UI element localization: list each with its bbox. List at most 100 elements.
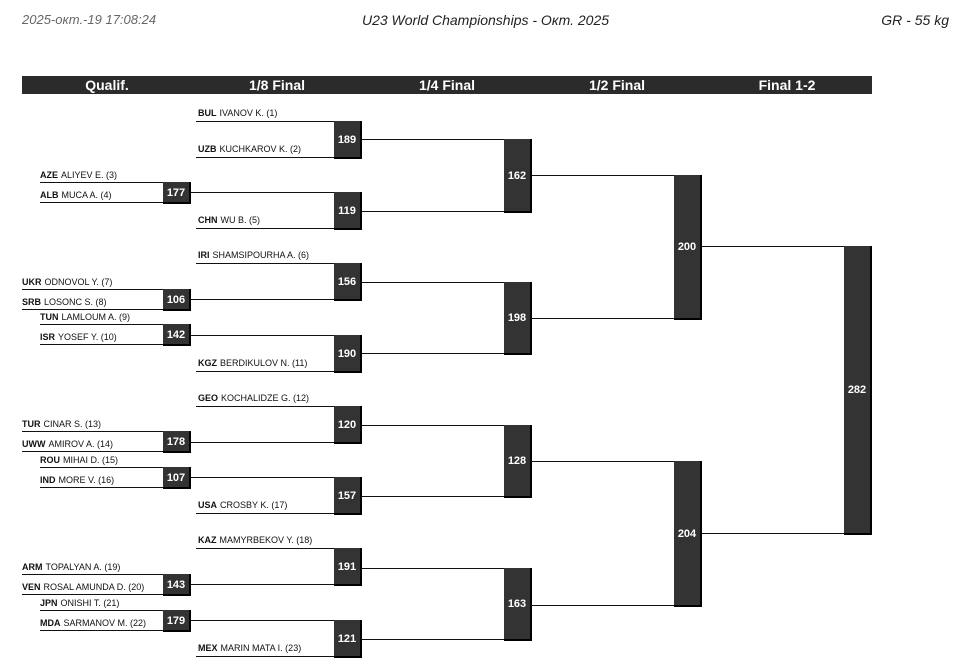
bout-number: 157 (334, 477, 362, 515)
bracket-line (361, 425, 505, 426)
country-code: TUR (22, 419, 41, 429)
bout-number: 190 (334, 335, 362, 373)
wrestler-name: MUCA A. (4) (61, 190, 112, 200)
wrestler-name: MORE V. (16) (58, 475, 115, 485)
bout-number: 179 (163, 610, 191, 632)
country-code: ISR (40, 332, 56, 342)
bracket-line (190, 584, 336, 585)
bracket-line (361, 282, 505, 283)
bracket-line (361, 139, 505, 140)
bout-number: 143 (163, 574, 191, 596)
bracket-line (190, 192, 336, 193)
country-code: JPN (40, 598, 58, 608)
bracket-line (196, 406, 336, 407)
bracket-line (361, 353, 505, 354)
country-code: CHN (198, 215, 218, 225)
country-code: VEN (22, 582, 41, 592)
bracket-line (361, 568, 505, 569)
bout-number: 121 (334, 620, 362, 658)
bracket-line (40, 610, 165, 611)
bout-number: 198 (504, 282, 532, 355)
round-header-sf: 1/2 Final (588, 77, 646, 93)
bracket-line (40, 324, 165, 325)
wrestler-name: BERDIKULOV N. (11) (220, 358, 308, 368)
bout-number: 107 (163, 467, 191, 489)
bout-number: 128 (504, 425, 532, 498)
country-code: GEO (198, 393, 219, 403)
country-code: UWW (22, 439, 46, 449)
bracket-line (196, 228, 336, 229)
bracket-line (196, 371, 336, 372)
round-header-qf: 1/4 Final (418, 77, 476, 93)
bout-number: 191 (334, 548, 362, 586)
bout-number: 119 (334, 192, 362, 230)
bout-number: 162 (504, 139, 532, 213)
country-code: ALB (40, 190, 59, 200)
wrestler-name: SARMANOV M. (22) (63, 618, 147, 628)
wrestler-name: LOSONC S. (8) (44, 297, 107, 307)
bracket-line (40, 487, 165, 488)
event-title: U23 World Championships - Окт. 2025 (361, 12, 610, 28)
bout-number: 204 (674, 461, 702, 607)
bracket-line (531, 605, 675, 606)
bracket-line (361, 639, 505, 640)
bracket-line (22, 289, 165, 290)
country-code: TUN (40, 312, 59, 322)
round-header-qualif: Qualif. (85, 77, 129, 93)
bracket-line (40, 182, 165, 183)
weight-category: GR - 55 kg (881, 12, 949, 28)
country-code: SRB (22, 297, 42, 307)
wrestler-name: YOSEF Y. (10) (58, 332, 117, 342)
bout-number: 142 (163, 324, 191, 346)
bracket-line (190, 620, 336, 621)
round-header-r16: 1/8 Final (248, 77, 306, 93)
bracket-line (701, 246, 846, 247)
bracket-line (196, 548, 336, 549)
bracket-line (196, 656, 336, 657)
bracket-line (40, 630, 165, 631)
wrestler-name: KUCHKAROV K. (2) (219, 144, 302, 154)
bout-number: 163 (504, 568, 532, 641)
country-code: UKR (22, 277, 42, 287)
wrestler-name: CROSBY K. (17) (220, 500, 288, 510)
wrestler-name: MARIN MATA I. (23) (220, 643, 302, 653)
country-code: ARM (22, 562, 43, 572)
bracket-line (22, 309, 165, 310)
bracket-line (40, 202, 165, 203)
bracket-line (196, 121, 336, 122)
bracket-line (196, 263, 336, 264)
bracket-line (190, 477, 336, 478)
bracket-line (361, 211, 505, 212)
country-code: AZE (40, 170, 58, 180)
wrestler-name: AMIROV A. (14) (48, 439, 114, 449)
bracket-line (22, 574, 165, 575)
bout-number: 178 (163, 431, 191, 453)
country-code: IRI (198, 250, 210, 260)
country-code: ROU (40, 455, 60, 465)
bout-number: 120 (334, 406, 362, 444)
country-code: MEX (198, 643, 218, 653)
wrestler-name: ROSAL AMUNDA D. (20) (43, 582, 145, 592)
wrestler-name: SHAMSIPOURHA A. (6) (212, 250, 310, 260)
country-code: USA (198, 500, 218, 510)
country-code: IND (40, 475, 56, 485)
bout-number: 282 (844, 246, 872, 535)
bracket-line (40, 467, 165, 468)
bracket-line (531, 318, 675, 319)
bracket-line (190, 442, 336, 443)
country-code: BUL (198, 108, 217, 118)
